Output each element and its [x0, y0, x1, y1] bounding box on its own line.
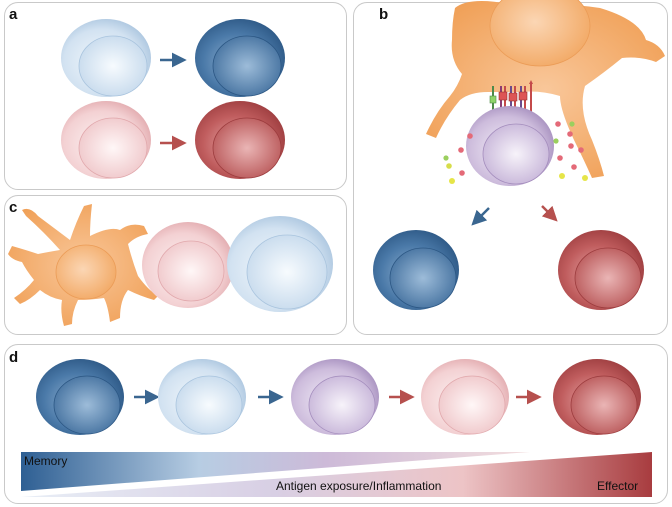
naive-cell-red [61, 101, 151, 179]
panel-b-content [373, 0, 665, 310]
antigen-presenting-cell [426, 0, 665, 179]
panel-label-c: c [9, 199, 18, 216]
blue-t-cell-c [227, 216, 333, 312]
panel-label-d: d [9, 349, 19, 366]
memory-cell-blue [195, 19, 285, 97]
pink-cell-d [421, 359, 509, 435]
effector-cell-red [195, 101, 285, 179]
memory-cell-b [373, 230, 459, 310]
intermediate-cell-d [291, 359, 379, 435]
arrow-red-b [541, 205, 558, 222]
effector-cell-b [558, 230, 644, 310]
activated-t-cell-purple [466, 106, 554, 186]
memory-cell-d [36, 359, 124, 435]
memory-gradient-wedge [21, 452, 530, 491]
memory-label: Memory [24, 454, 68, 468]
panel-a-content [61, 19, 285, 179]
panel-d-content [21, 359, 652, 497]
effector-label: Effector [597, 479, 639, 493]
panel-a [4, 2, 347, 190]
cytokines [443, 121, 588, 184]
axis-label: Antigen exposure/Inflammation [276, 479, 442, 493]
naive-cell-blue [61, 19, 151, 97]
naive-cell-d [158, 359, 246, 435]
pink-t-cell-c [142, 222, 234, 308]
effector-cell-d [553, 359, 641, 435]
effector-gradient-wedge [21, 452, 652, 497]
arrow-blue-b [471, 207, 490, 226]
dendritic-cell [8, 204, 158, 326]
panel-c-content [8, 204, 333, 326]
panel-label-b: b [379, 6, 389, 23]
panel-label-a: a [9, 6, 18, 23]
